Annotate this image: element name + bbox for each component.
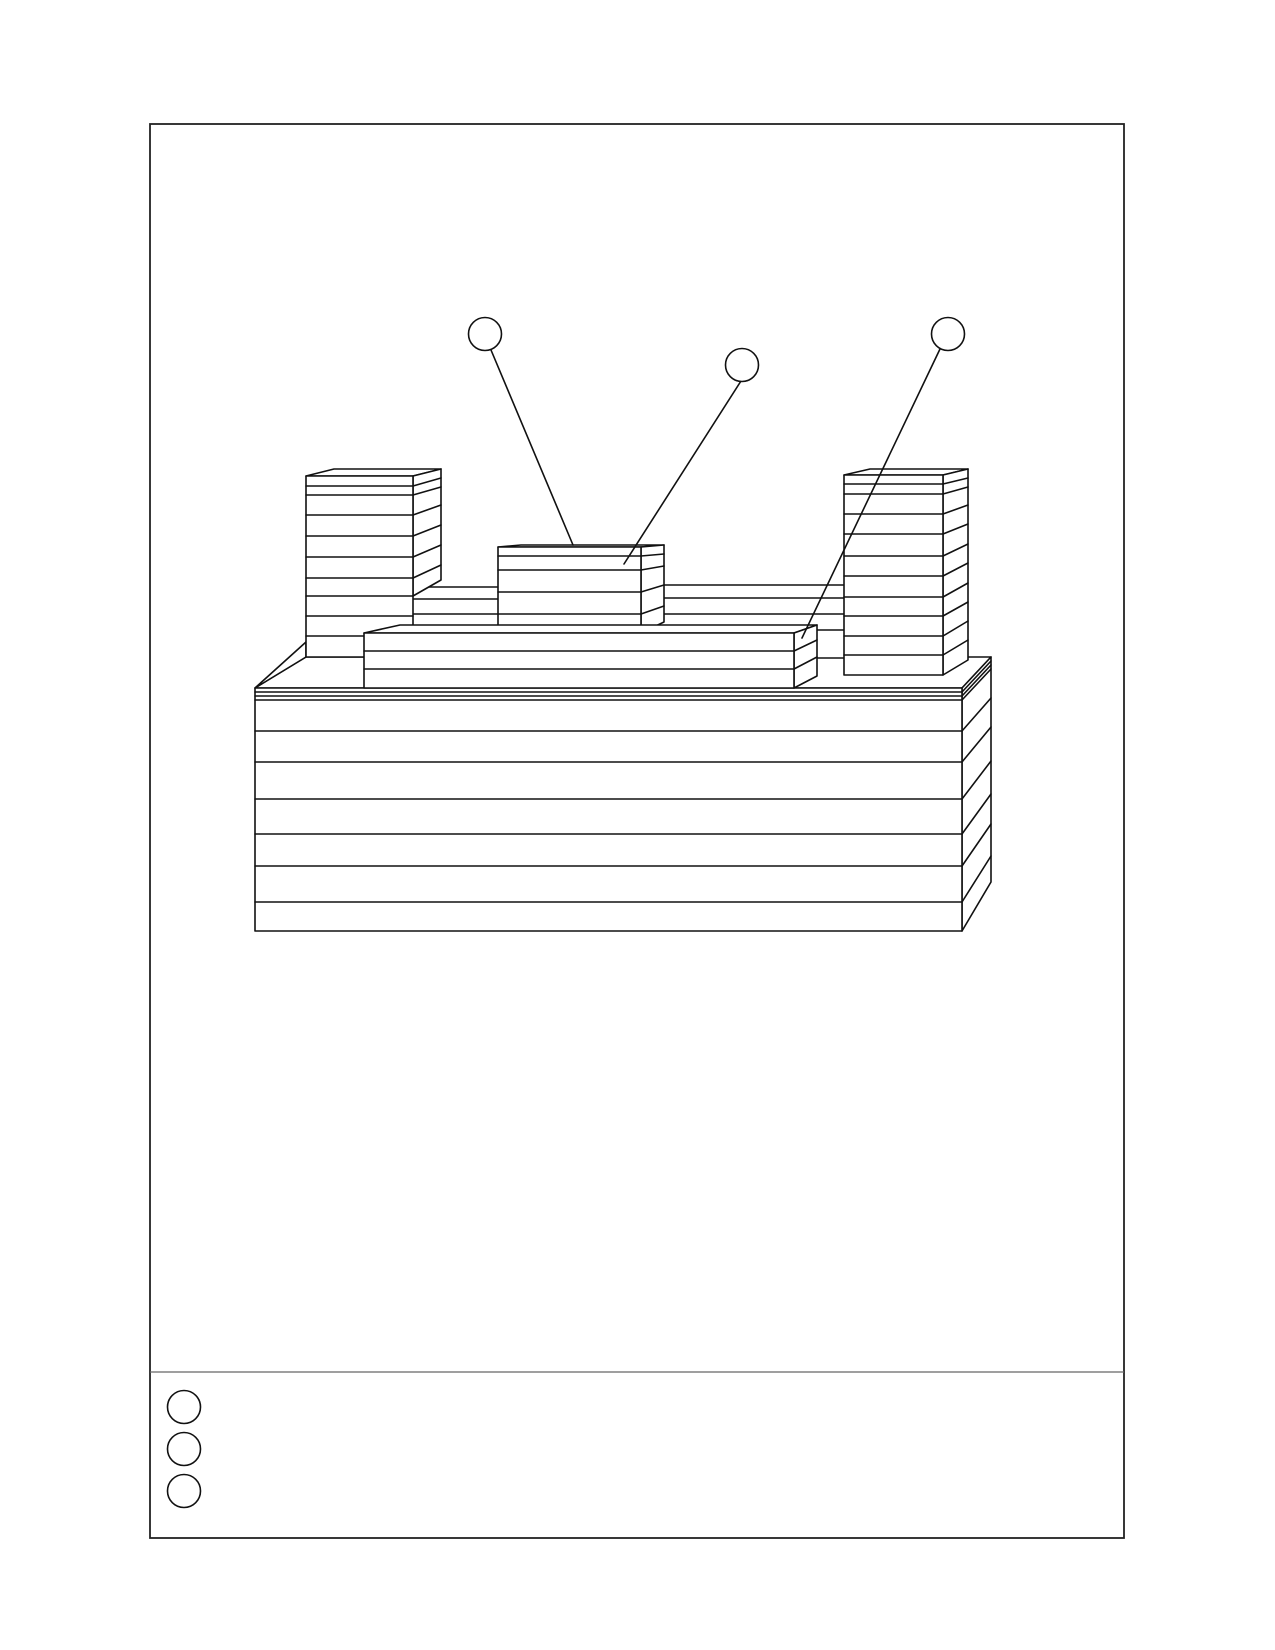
callout-bubble-1 [467,316,503,352]
leader-lines [490,348,941,639]
front-stack-side-lines [793,639,818,670]
right-pillar-layer-lines [843,483,944,656]
legend-bubble-2 [166,1431,202,1467]
left-pillar-side-lines [412,477,442,579]
substrate-side-layer-lines [961,660,992,903]
center-stack [497,544,665,634]
front-stack-layer-lines [363,650,795,670]
right-pillar [843,468,969,676]
substrate-layer-lines [254,691,963,903]
front-stack-front-face [363,632,795,689]
callout-bubble-3 [930,316,966,352]
leader-line-center-stack [490,349,574,546]
right-pillar-front-face [843,474,944,676]
center-stack-front-face [497,546,642,634]
front-layer-stack [363,624,818,689]
drawing-frame [149,123,1125,1539]
right-pillar-right-face [942,468,969,676]
right-pillar-side-lines [942,477,969,656]
substrate-block [254,656,992,932]
callout-bubble-2 [724,347,760,383]
substrate-front-face [254,687,963,932]
front-stack-top-face [363,624,818,634]
leader-line-right-pillar [801,348,941,639]
legend-bubble-3 [166,1473,202,1509]
center-stack-layer-lines [497,555,642,615]
left-pillar [254,468,442,689]
center-stack-side-lines [640,553,665,615]
legend-bubble-1 [166,1389,202,1425]
front-stack-right-face [793,624,818,689]
leader-line-center-stack-side [623,380,742,565]
